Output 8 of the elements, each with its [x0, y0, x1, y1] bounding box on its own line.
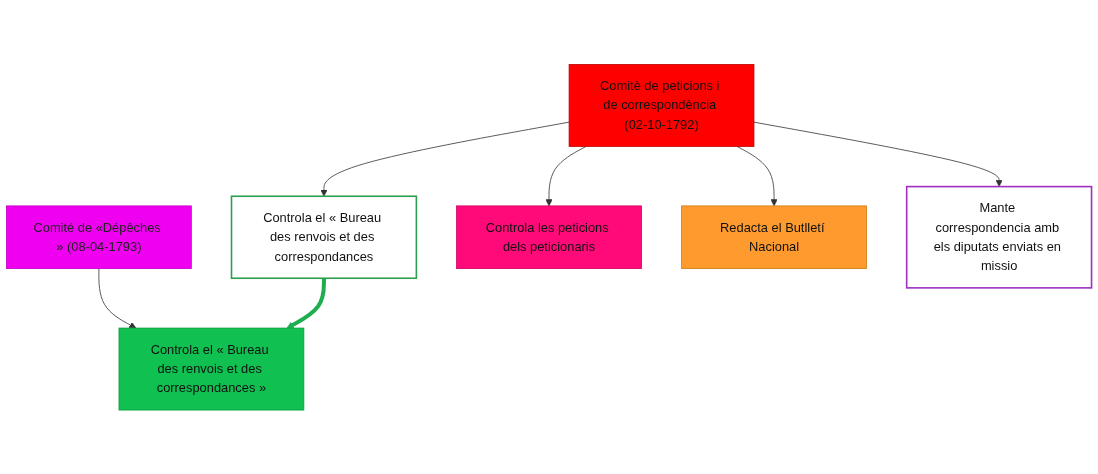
node-box: Redacta el Butlletí Nacional	[681, 205, 867, 269]
node-box: Comitè de peticions i de correspondència (02-10-1792)	[568, 63, 755, 147]
node-box: Controla el « Bureau des renvois et des correspondances	[230, 195, 418, 279]
node-box: Controla les peticions dels peticionaris	[456, 205, 642, 269]
node-box: Mante correspondencia amb els diputats enviats en missio	[905, 185, 1093, 289]
node-box: Controla el « Bureau des renvois et des correspondances »	[118, 327, 305, 411]
arrow	[286, 278, 326, 329]
node-box: Comité de «Dépêches » (08-04-1793)	[6, 205, 192, 269]
